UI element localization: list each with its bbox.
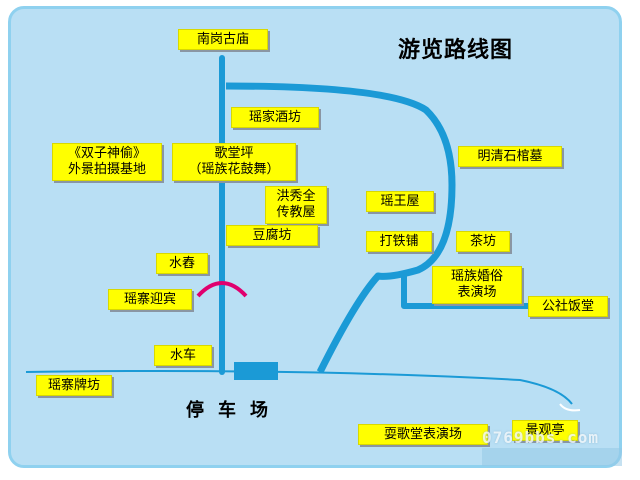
place-label: 茶坊 <box>469 234 496 249</box>
place-label: 水车 <box>169 348 196 363</box>
place-song-stage[interactable]: 耍歌堂表演场 <box>358 424 488 445</box>
place-tofu-shop[interactable]: 豆腐坊 <box>226 225 318 246</box>
parking-lot-label: 停车场 <box>186 400 282 421</box>
pavilion-road <box>559 403 581 412</box>
place-ming-qing-tomb[interactable]: 明清石棺墓 <box>458 146 562 167</box>
place-getang-square[interactable]: 歌堂坪 （瑶族花鼓舞） <box>172 143 296 181</box>
place-label-line2: （瑶族花鼓舞） <box>188 162 280 177</box>
place-label: 南岗古庙 <box>196 32 249 47</box>
place-label: 瑶王屋 <box>380 194 420 209</box>
place-waterwheel[interactable]: 水车 <box>154 345 212 366</box>
parking-road <box>25 370 573 405</box>
place-label: 瑶寨牌坊 <box>47 378 100 393</box>
place-label: 水舂 <box>168 256 195 271</box>
place-yaozhai-welcome[interactable]: 瑶寨迎宾 <box>108 289 192 310</box>
place-view-pavilion[interactable]: 景观亭 <box>512 420 578 441</box>
watermark-bar <box>482 448 622 466</box>
place-water-mortar[interactable]: 水舂 <box>156 253 208 274</box>
place-label-line2: 外景拍摄基地 <box>67 162 146 177</box>
place-label: 打铁铺 <box>379 234 419 249</box>
place-nangang-temple[interactable]: 南岗古庙 <box>178 29 268 50</box>
place-label: 景观亭 <box>525 423 565 438</box>
place-label-line1: 洪秀全 <box>276 189 316 204</box>
place-label: 瑶家酒坊 <box>248 110 301 125</box>
place-label-line1: 歌堂坪 <box>214 146 254 161</box>
place-label: 耍歌堂表演场 <box>383 427 462 442</box>
place-label: 明清石棺墓 <box>477 149 543 164</box>
place-hongxiuquan-house[interactable]: 洪秀全 传教屋 <box>265 186 327 224</box>
map-title: 游览路线图 <box>398 38 514 63</box>
parking-block <box>234 362 278 380</box>
welcome-gate-arch <box>196 281 248 298</box>
place-blacksmith[interactable]: 打铁铺 <box>366 231 432 252</box>
place-label-line2: 表演场 <box>457 285 497 300</box>
place-tea-shop[interactable]: 茶坊 <box>456 231 510 252</box>
place-label: 瑶寨迎宾 <box>123 292 176 307</box>
place-label-line1: 瑶族婚俗 <box>450 269 503 284</box>
place-label: 公社饭堂 <box>541 299 594 314</box>
place-label-line1: 《双子神偷》 <box>67 146 146 161</box>
place-label: 豆腐坊 <box>252 228 292 243</box>
site-watermark: 0769bbs.com <box>482 428 599 447</box>
place-twins-film-base[interactable]: 《双子神偷》 外景拍摄基地 <box>52 143 162 181</box>
loop-road <box>225 82 456 374</box>
place-yao-king-house[interactable]: 瑶王屋 <box>366 191 434 212</box>
place-yao-winery[interactable]: 瑶家酒坊 <box>231 107 319 128</box>
place-label-line2: 传教屋 <box>276 205 316 220</box>
place-yaozhai-archway[interactable]: 瑶寨牌坊 <box>36 375 112 396</box>
place-wedding-show[interactable]: 瑶族婚俗 表演场 <box>432 266 522 304</box>
canteen-road <box>401 276 528 309</box>
place-commune-canteen[interactable]: 公社饭堂 <box>528 296 608 317</box>
